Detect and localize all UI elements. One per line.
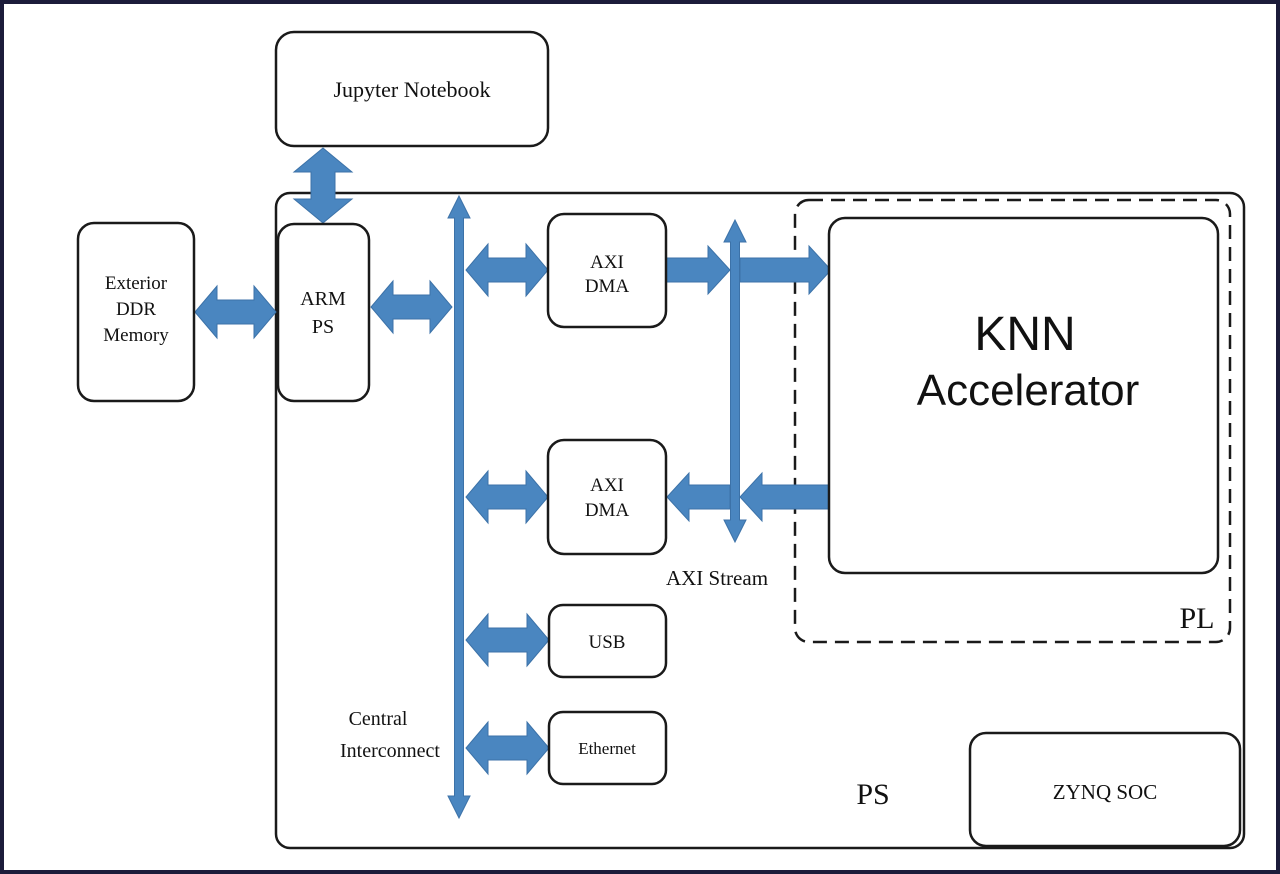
interconnect-label-2: Interconnect xyxy=(340,740,440,762)
axi-dma-2-block xyxy=(546,438,668,556)
ethernet-block xyxy=(547,710,668,786)
dma1-stream-arrow xyxy=(665,244,731,296)
arm-label-2: PS xyxy=(312,316,334,338)
ddr-label-1: Exterior xyxy=(105,273,168,294)
arm-label-1: ARM xyxy=(300,288,346,310)
stream-dma2-arrow xyxy=(666,471,731,523)
knn-label-2: Accelerator xyxy=(917,366,1140,415)
stream-knn-input-arrow xyxy=(739,244,832,296)
pl-region xyxy=(793,198,1232,644)
exterior-ddr-memory-block xyxy=(76,221,196,403)
ddr-label-2: DDR xyxy=(116,299,156,320)
axi-stream-label: AXI Stream xyxy=(666,566,768,590)
arm-ps-block xyxy=(276,222,371,403)
interconnect-label-1: Central xyxy=(349,708,408,730)
pl-label: PL xyxy=(1179,602,1214,635)
arrows-layer xyxy=(194,147,832,820)
arm-interconnect-arrow xyxy=(370,279,453,335)
knn-stream-output-arrow xyxy=(739,471,830,523)
jupyter-notebook-label: Jupyter Notebook xyxy=(333,77,490,102)
jupyter-notebook-block xyxy=(274,30,550,148)
axi-dma-1-block xyxy=(546,212,668,329)
usb-label: USB xyxy=(589,632,626,653)
zynq-soc-label: ZYNQ SOC xyxy=(1053,780,1157,804)
zynq-soc-block xyxy=(968,731,1242,848)
knn-label-1: KNN xyxy=(974,308,1075,361)
usb-block xyxy=(547,603,668,679)
ddr-label-3: Memory xyxy=(103,325,169,346)
ethernet-label: Ethernet xyxy=(578,739,636,758)
dma1-label-1: AXI xyxy=(590,252,624,273)
dma1-label-2: DMA xyxy=(585,276,630,297)
axi-stream-bus-arrow xyxy=(723,218,747,544)
ddr-arm-arrow xyxy=(194,284,277,340)
knn-accelerator-block xyxy=(827,216,1220,575)
ps-label: PS xyxy=(856,778,889,811)
central-interconnect-bus-arrow xyxy=(447,194,471,820)
dma2-label-1: AXI xyxy=(590,475,624,496)
dma2-label-2: DMA xyxy=(585,500,630,521)
